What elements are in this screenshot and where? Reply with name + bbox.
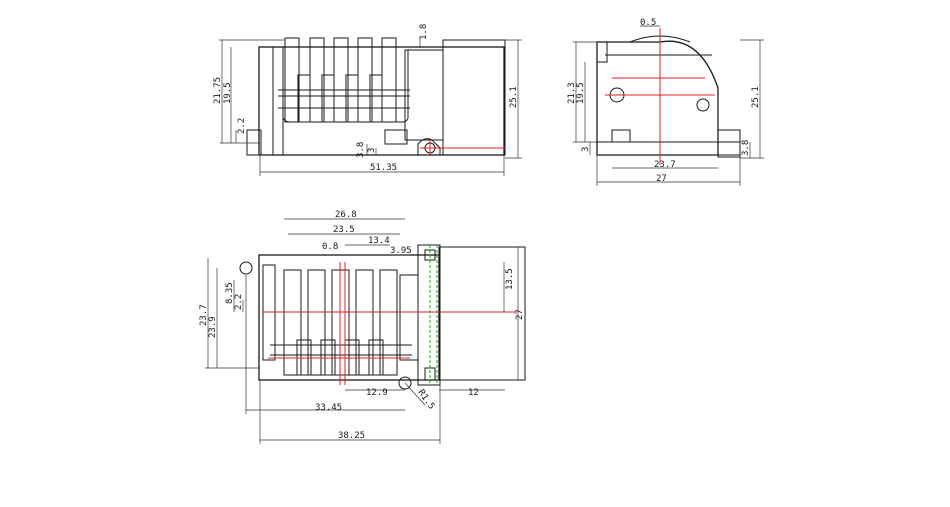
dim-side-3: 1.8: [419, 24, 429, 40]
side-right-block: [442, 39, 506, 156]
dim-end-1: 21.3: [567, 82, 577, 104]
dim-side-4: 3.8: [356, 142, 366, 158]
dim-top-1: 23.5: [333, 225, 355, 235]
dim-top-12: 12: [468, 388, 479, 398]
dim-top-5: 8.35: [225, 282, 235, 304]
dim-top-15: R1.5: [416, 388, 437, 412]
dim-top-0: 26.8: [335, 210, 357, 220]
dim-top-7: 23.7: [199, 304, 209, 326]
dim-top-10: 27: [515, 309, 525, 320]
dim-top-13: 33.45: [315, 403, 342, 413]
dim-top-2: 0.8: [322, 242, 338, 252]
top-view: 26.8 23.5 0.8 13.4 3.95 8.35 2.2 23.7 23…: [199, 210, 526, 444]
dim-top-6: 2.2: [234, 294, 244, 310]
end-right-hole-icon: [696, 98, 710, 112]
end-view: 0.5 21.3 19.5 3 3.8 23.7 27 25.1: [567, 18, 764, 186]
dim-top-4: 3.95: [390, 246, 412, 256]
top-right-block: [438, 246, 526, 381]
dim-side-5: 3: [367, 148, 377, 153]
dim-side-1: 19.5: [223, 82, 233, 104]
dim-side-6: 51.35: [370, 163, 397, 173]
end-body-outline: [596, 40, 719, 156]
dim-end-7: 25.1: [751, 86, 761, 108]
dim-top-11: 12.9: [366, 388, 388, 398]
side-view: 21.75 19.5 2.2 1.8 3.8 3 51.35 25.1: [213, 24, 522, 176]
dim-end-2: 19.5: [576, 82, 586, 104]
dim-end-0: 0.5: [640, 18, 656, 28]
dim-top-9: 13.5: [505, 268, 515, 290]
dim-end-3: 3: [581, 147, 591, 152]
dim-end-6: 27: [656, 174, 667, 184]
dim-side-0: 21.75: [213, 77, 223, 104]
top-ear-hole-icon: [239, 261, 253, 275]
dim-end-4: 3.8: [741, 140, 751, 156]
top-foot-hole-icon: [398, 376, 412, 390]
dim-end-5: 23.7: [654, 160, 676, 170]
dim-top-8: 23.9: [208, 316, 218, 338]
dim-top-3: 13.4: [368, 236, 390, 246]
dim-side-2: 2.2: [237, 118, 247, 134]
dim-top-14: 38.25: [338, 431, 365, 441]
dim-side-7: 25.1: [509, 86, 519, 108]
